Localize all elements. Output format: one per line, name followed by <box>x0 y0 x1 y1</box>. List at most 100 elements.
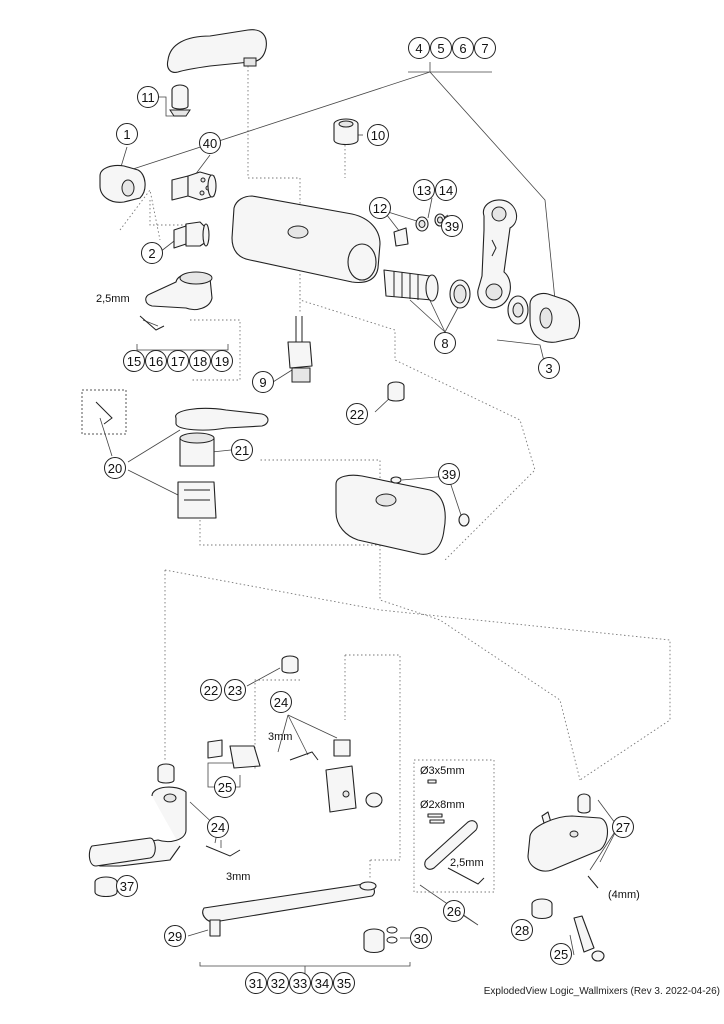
valve-part-25-right <box>573 915 605 962</box>
lever-handle <box>145 271 213 311</box>
callout-13: 13 <box>413 179 435 201</box>
valve-part-9 <box>287 316 313 383</box>
callout-number: 2 <box>148 246 155 261</box>
spanner-tool <box>477 199 518 309</box>
callout-number: 21 <box>235 443 249 458</box>
callout-number: 24 <box>211 820 225 835</box>
callout-40: 40 <box>199 132 221 154</box>
callout-number: 28 <box>515 923 529 938</box>
nut-part-22 <box>387 381 405 402</box>
callout-number: 29 <box>168 929 182 944</box>
thermostat-body <box>231 195 381 284</box>
callout-number: 3 <box>545 361 552 376</box>
callout-number: 24 <box>274 695 288 710</box>
aerator-part-37 <box>94 876 118 898</box>
drawing-footer: ExplodedView Logic_Wallmixers (Rev 3. 20… <box>484 986 720 997</box>
callout-number: 16 <box>149 354 163 369</box>
callout-5: 5 <box>430 37 452 59</box>
callout-number: 12 <box>373 201 387 216</box>
callout-number: 4 <box>415 41 422 56</box>
thermo-cartridge-part-8 <box>383 269 471 309</box>
callout-18: 18 <box>189 350 211 372</box>
callout-number: 20 <box>108 461 122 476</box>
callout-25: 25 <box>214 776 236 798</box>
callout-20: 20 <box>104 457 126 479</box>
cartridge-part-20 <box>81 389 269 519</box>
callout-14: 14 <box>435 179 457 201</box>
callout-number: 19 <box>215 354 229 369</box>
callout-32: 32 <box>267 972 289 994</box>
bath-spout-assembly: 3mm <box>88 763 250 883</box>
callout-10: 10 <box>367 124 389 146</box>
callout-number: 7 <box>481 41 488 56</box>
callout-31: 31 <box>245 972 267 994</box>
callout-number: 35 <box>337 976 351 991</box>
wall-bracket-part-27: (4mm) <box>527 793 640 901</box>
callout-25: 25 <box>550 943 572 965</box>
callout-29: 29 <box>164 925 186 947</box>
callout-number: 33 <box>293 976 307 991</box>
callout-27: 27 <box>612 816 634 838</box>
callout-number: 22 <box>350 407 364 422</box>
cartridge-part-40 <box>171 171 217 201</box>
callout-6: 6 <box>452 37 474 59</box>
swivel-spout-part-29 <box>202 881 377 937</box>
callout-number: 17 <box>171 354 185 369</box>
hex-key-label-4: 2,5mm <box>450 857 484 869</box>
callout-number: 13 <box>417 183 431 198</box>
callout-24: 24 <box>270 691 292 713</box>
callout-7: 7 <box>474 37 496 59</box>
knob-part-3 <box>507 292 581 343</box>
callout-number: 6 <box>459 41 466 56</box>
callout-1: 1 <box>116 123 138 145</box>
callout-12: 12 <box>369 197 391 219</box>
callout-number: 31 <box>249 976 263 991</box>
callout-number: 40 <box>203 136 217 151</box>
callout-22: 22 <box>200 679 222 701</box>
callout-number: 39 <box>442 467 456 482</box>
callout-11: 11 <box>137 86 159 108</box>
callout-number: 18 <box>193 354 207 369</box>
small-parts-12-13-14 <box>393 213 446 247</box>
cover-part-39 <box>335 474 470 555</box>
callout-number: 25 <box>554 947 568 962</box>
pin-box-part-26: Ø3x5mm Ø2x8mm 2,5mm <box>413 759 495 893</box>
callout-number: 37 <box>120 879 134 894</box>
handle-knob-part-1 <box>99 164 146 203</box>
hex-key-label-3: 3mm <box>226 871 250 883</box>
callout-37: 37 <box>116 875 138 897</box>
callout-number: 1 <box>123 127 130 142</box>
nut-part-28 <box>531 898 553 920</box>
pin-label-1: Ø3x5mm <box>420 765 465 777</box>
callout-15: 15 <box>123 350 145 372</box>
callout-17: 17 <box>167 350 189 372</box>
callout-number: 11 <box>141 90 155 105</box>
callout-number: 9 <box>259 375 266 390</box>
callout-number: 5 <box>437 41 444 56</box>
callout-34: 34 <box>311 972 333 994</box>
callout-9: 9 <box>252 371 274 393</box>
callout-number: 10 <box>371 128 385 143</box>
nut-part-22-23 <box>281 655 299 674</box>
callout-21: 21 <box>231 439 253 461</box>
callout-19: 19 <box>211 350 233 372</box>
callout-8: 8 <box>434 332 456 354</box>
callout-26: 26 <box>443 900 465 922</box>
callout-number: 32 <box>271 976 285 991</box>
callout-number: 26 <box>447 904 461 919</box>
spout-top <box>166 29 267 73</box>
callout-3: 3 <box>538 357 560 379</box>
callout-39: 39 <box>438 463 460 485</box>
callout-number: 39 <box>445 219 459 234</box>
callout-35: 35 <box>333 972 355 994</box>
callout-number: 14 <box>439 183 453 198</box>
pin-label-2: Ø2x8mm <box>420 799 465 811</box>
callout-30: 30 <box>410 927 432 949</box>
callout-number: 8 <box>441 336 448 351</box>
nut-part-10 <box>333 118 359 146</box>
cartridge-part-2 <box>173 221 210 249</box>
hex-key-label-2: 3mm <box>268 731 292 743</box>
callout-33: 33 <box>289 972 311 994</box>
